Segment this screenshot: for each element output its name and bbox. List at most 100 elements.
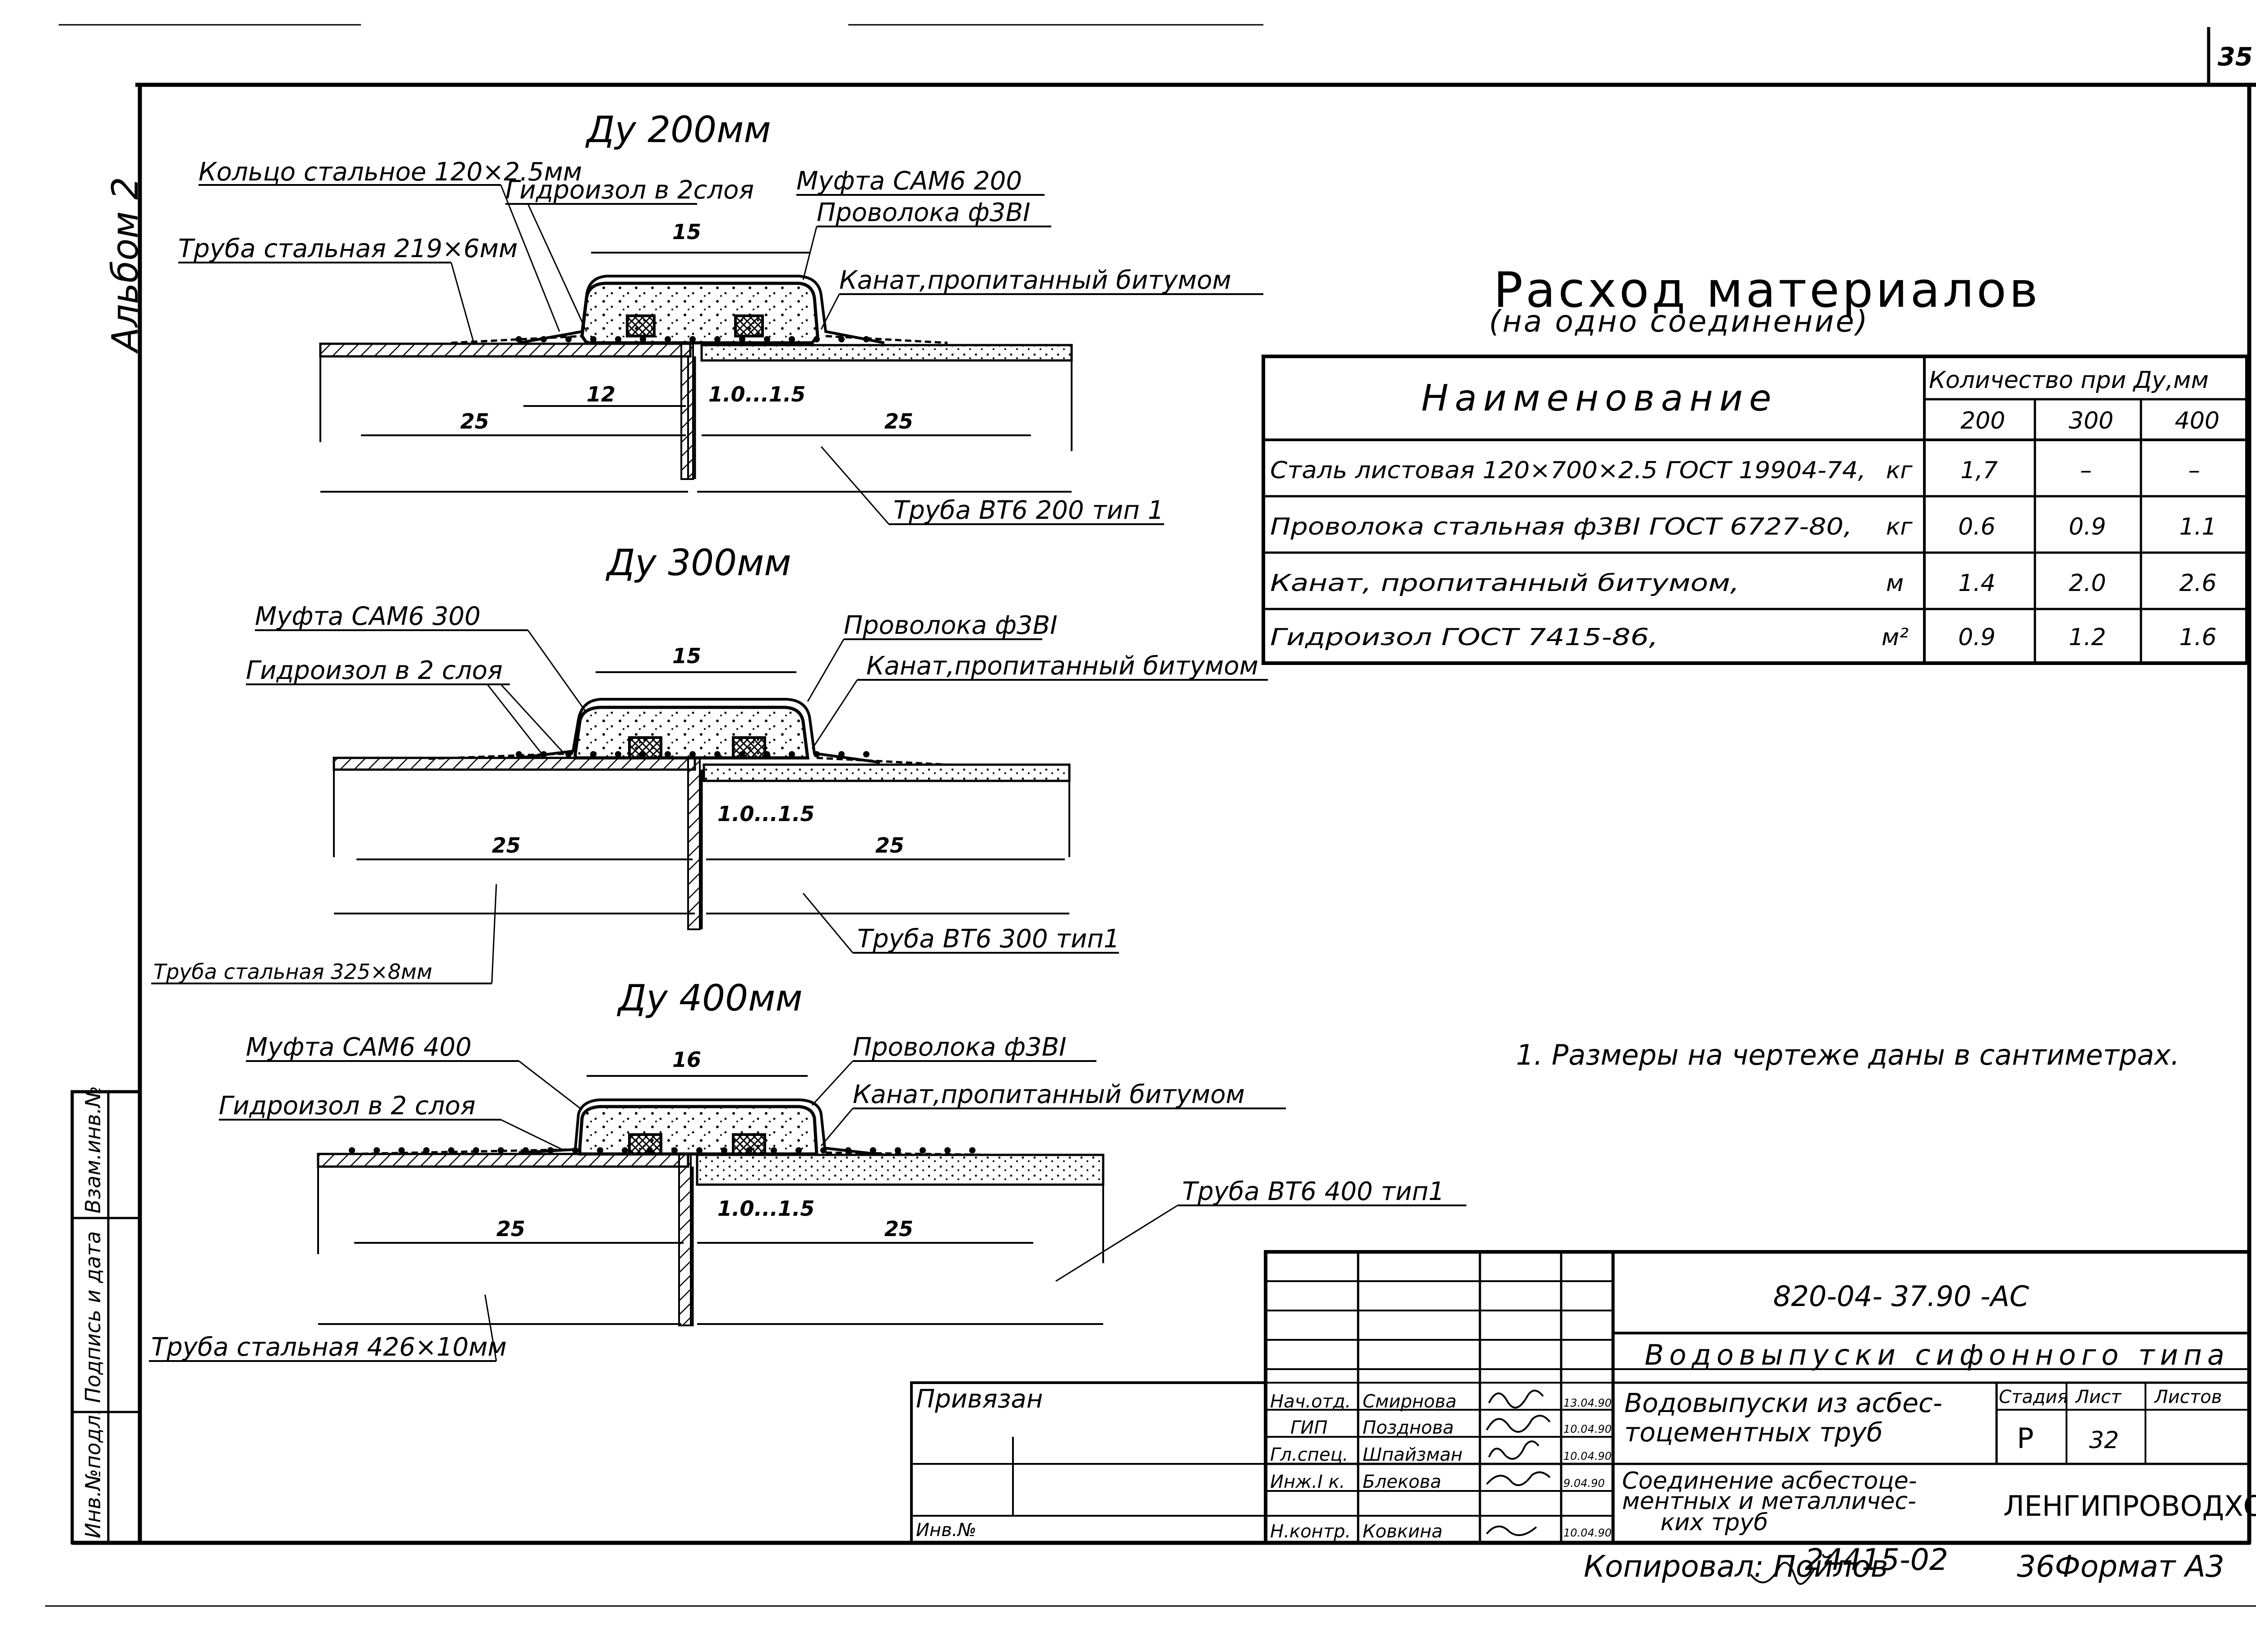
wire-dot (969, 1147, 975, 1154)
label-pipe-at: Труба ВТ6 400 тип1 (1182, 1177, 1445, 1206)
wire-dot (516, 336, 522, 342)
wire-dot (764, 336, 770, 342)
label-pipe-steel: Труба стальная 426×10мм (151, 1333, 507, 1362)
wire-dot (838, 336, 845, 342)
album-label: Альбом 2 (104, 177, 146, 354)
row-value: 1.6 (2179, 624, 2217, 651)
coupling-sam6-400 (578, 1105, 818, 1156)
row-unit: м (1886, 570, 1904, 597)
wire-dot (572, 1147, 578, 1154)
row-unit: м² (1882, 624, 1909, 651)
wire-dot (714, 751, 721, 757)
label-pipe-steel: Труба стальная 219×6мм (178, 234, 518, 263)
dim-gap: 1.0...1.5 (708, 382, 805, 406)
size-300: 300 (2069, 407, 2113, 434)
label-coupling: Муфта САМ6 400 (246, 1033, 472, 1062)
row-value: 2.0 (2069, 570, 2106, 597)
privyazan-label: Привязан (916, 1384, 1043, 1414)
row-value: 1.2 (2069, 624, 2106, 651)
wire-dot (739, 336, 745, 342)
wire-dot (845, 1147, 851, 1154)
wire-dot (944, 1147, 951, 1154)
wire-dot (789, 336, 795, 342)
staff-name: Блекова (1363, 1472, 1441, 1492)
row-unit: кг (1886, 457, 1913, 484)
wire-dot (541, 751, 547, 757)
staff-name: Шпайзман (1363, 1444, 1463, 1465)
project-name: Водовыпуски сифонного типа (1645, 1338, 2230, 1371)
dim-gap: 1.0...1.5 (717, 1196, 814, 1221)
wire-dot (565, 336, 572, 342)
label-rope: Канат,пропитанный битумом (839, 266, 1231, 295)
wire-dot (349, 1147, 355, 1154)
materials-subtitle: (на одно соединение) (1489, 304, 1869, 339)
wire-dot (814, 336, 820, 342)
stage-header: Стадия (1999, 1387, 2068, 1407)
detail-du300: Ду 300мм 15 1.0...1.5 25 25 Муфта САМ6 3… (151, 542, 1268, 984)
wire-dot (398, 1147, 405, 1154)
stage-value: Р (2017, 1422, 2034, 1455)
org-name: ЛЕНГИПРОВОДХОЗ (2003, 1490, 2256, 1523)
staff-date: 10.04.90 (1563, 1450, 1612, 1463)
label-coupling: Муфта САМ6 300 (255, 602, 481, 631)
side-stamp-podpis: Подпись и дата (81, 1231, 105, 1403)
wire-dot (895, 1147, 901, 1154)
row-name: Гидроизол ГОСТ 7415-86, (1270, 624, 1658, 651)
wire-dot (622, 1147, 628, 1154)
wire-dot (764, 751, 770, 757)
label-pipe-steel: Труба стальная 325×8мм (153, 960, 432, 984)
wire-dot (746, 1147, 752, 1154)
wire-dot (739, 751, 745, 757)
label-wire: Проволока ф3ВI (853, 1033, 1067, 1062)
dim-overlap: 12 (587, 382, 615, 406)
dim-coupling-length: 15 (672, 644, 701, 668)
staff-role: Гл.спец. (1270, 1444, 1348, 1465)
row-name: Сталь листовая 120×700×2.5 ГОСТ 19904-74… (1270, 457, 1866, 484)
drawing-line-3: ких труб (1660, 1509, 1768, 1536)
wire-dot (689, 336, 696, 342)
wire-dot (721, 1147, 727, 1154)
section-line-1: Водовыпуски из асбес- (1624, 1388, 1942, 1418)
wire-dot (498, 1147, 504, 1154)
pipe-end-wall (687, 757, 701, 930)
row-unit: кг (1886, 513, 1913, 540)
size-200: 200 (1960, 407, 2005, 434)
staff-name: Смирнова (1363, 1391, 1456, 1412)
dim-coupling-length: 16 (672, 1047, 701, 1072)
detail-title: Ду 400мм (617, 977, 803, 1019)
sheets-header: Листов (2154, 1387, 2222, 1407)
section-line-2: тоцементных труб (1624, 1417, 1883, 1448)
steel-pipe-wall (319, 342, 692, 358)
wire-dot (665, 751, 671, 757)
order-number: 24415-02 (1805, 1542, 1948, 1577)
row-value: – (2188, 457, 2200, 484)
wire-dot (814, 751, 820, 757)
row-value: – (2080, 457, 2092, 484)
wire-dot (448, 1147, 454, 1154)
row-value: 0.9 (2069, 513, 2106, 540)
label-ring: Кольцо стальное 120×2.5мм (199, 157, 582, 187)
wire-dot (795, 1147, 802, 1154)
wire-dot (665, 336, 671, 342)
label-coupling: Муфта САМ6 200 (796, 166, 1022, 196)
wire-dot (863, 336, 869, 342)
side-stamp-vzam: Взам.инв.№ (81, 1086, 105, 1214)
wire-dot (473, 1147, 479, 1154)
staff-date: 10.04.90 (1563, 1423, 1612, 1435)
wire-dot (640, 751, 646, 757)
dim-right: 25 (875, 833, 904, 858)
dim-left: 25 (496, 1217, 525, 1241)
wire-dot (374, 1147, 380, 1154)
wire-dot (615, 751, 621, 757)
wire-dot (771, 1147, 777, 1154)
copier-signature (1750, 1562, 1815, 1585)
staff-role: Нач.отд. (1270, 1391, 1351, 1412)
wire-dot (647, 1147, 653, 1154)
pipe-end-wall (678, 1153, 692, 1326)
wire-dot (590, 336, 596, 342)
drawing-line-2: ментных и металличес- (1622, 1488, 1916, 1515)
staff-name: Ковкина (1363, 1521, 1442, 1542)
wire-dot (423, 1147, 430, 1154)
sheet-value: 32 (2089, 1427, 2119, 1454)
